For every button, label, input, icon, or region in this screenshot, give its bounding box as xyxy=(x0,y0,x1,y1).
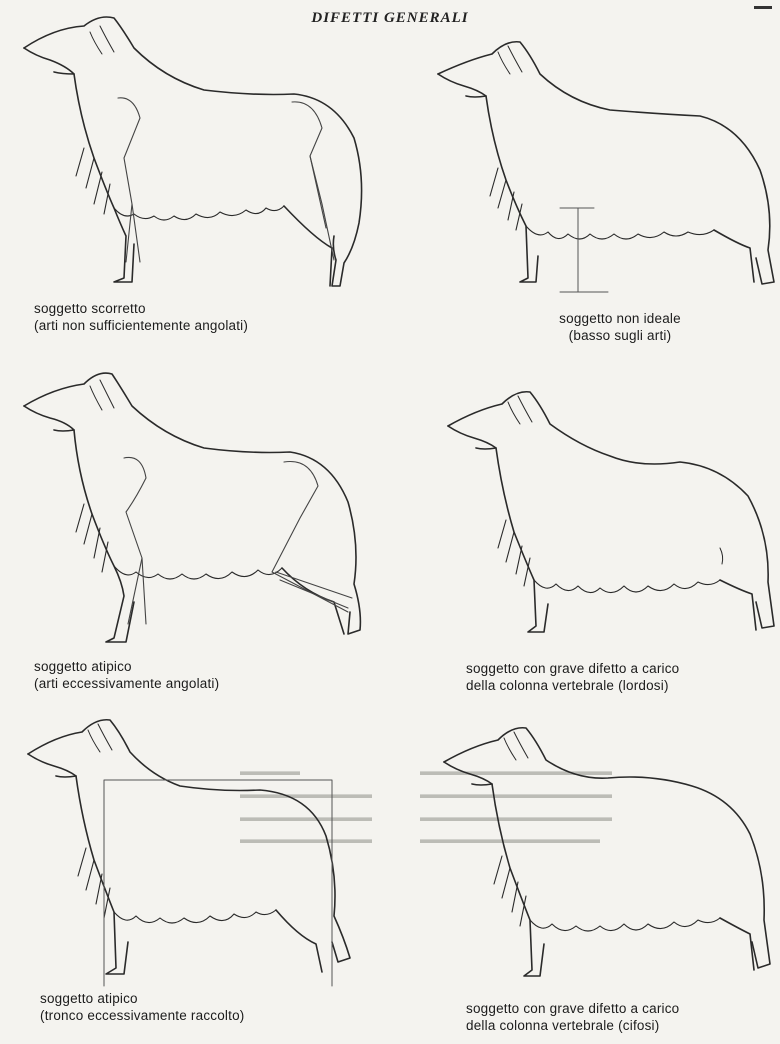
figure-1-caption-line1: soggetto scorretto xyxy=(34,300,248,317)
dog-figure-1 xyxy=(14,8,384,300)
figure-5-caption-line1: soggetto atipico xyxy=(40,990,244,1007)
figure-4-caption-line2: della colonna vertebrale (lordosi) xyxy=(466,677,679,694)
figure-5-caption: soggetto atipico (tronco eccessivamente … xyxy=(40,990,244,1024)
dog-figure-2 xyxy=(430,30,780,300)
figure-1-caption-line2: (arti non sufficientemente angolati) xyxy=(34,317,248,334)
figure-2-caption-line1: soggetto non ideale xyxy=(520,310,720,327)
figure-3-caption-line1: soggetto atipico xyxy=(34,658,219,675)
dog-figure-4 xyxy=(440,376,780,652)
figure-6-caption: soggetto con grave difetto a carico dell… xyxy=(466,1000,679,1034)
figure-4-caption: soggetto con grave difetto a carico dell… xyxy=(466,660,679,694)
dog-figure-6 xyxy=(436,714,780,1000)
figure-5-caption-line2: (tronco eccessivamente raccolto) xyxy=(40,1007,244,1024)
figure-4-caption-line1: soggetto con grave difetto a carico xyxy=(466,660,679,677)
figure-6-caption-line1: soggetto con grave difetto a carico xyxy=(466,1000,679,1017)
dog-figure-3 xyxy=(14,362,384,652)
figure-1-caption: soggetto scorretto (arti non sufficiente… xyxy=(34,300,248,334)
dog-figure-5 xyxy=(20,706,370,992)
figure-2-caption-line2: (basso sugli arti) xyxy=(520,327,720,344)
corner-mark xyxy=(754,6,772,9)
figure-3-caption: soggetto atipico (arti eccessivamente an… xyxy=(34,658,219,692)
figure-2-caption: soggetto non ideale (basso sugli arti) xyxy=(520,310,720,344)
figure-3-caption-line2: (arti eccessivamente angolati) xyxy=(34,675,219,692)
figure-6-caption-line2: della colonna vertebrale (cifosi) xyxy=(466,1017,679,1034)
